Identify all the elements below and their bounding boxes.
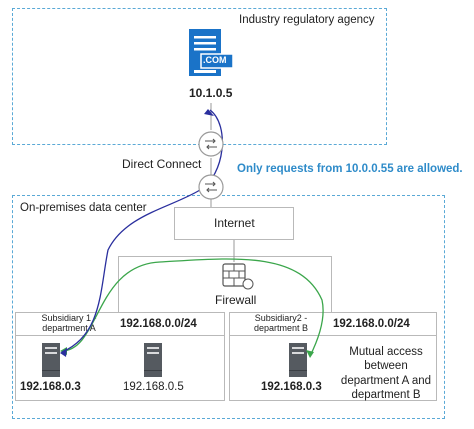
server-a2-icon [144, 343, 162, 377]
firewall-zone [118, 256, 332, 312]
subsidiary-a-cidr: 192.168.0.0/24 [120, 318, 197, 330]
subsidiary-a-header [15, 312, 225, 336]
subsidiary-b-header [229, 312, 437, 336]
mutual-access-note: Mutual access between department A and d… [340, 346, 432, 402]
direct-connect-label: Direct Connect [122, 157, 202, 171]
agency-server-badge: .COM [203, 55, 227, 65]
server-a2-ip: 192.168.0.5 [123, 381, 184, 393]
firewall-icon [222, 262, 256, 292]
agency-server-icon: .COM [189, 29, 233, 81]
internet-label: Internet [214, 216, 255, 230]
server-a1-ip: 192.168.0.3 [20, 381, 81, 393]
datacenter-title: On-premises data center [20, 202, 147, 214]
server-b-icon [289, 343, 307, 377]
router-icon-lower [198, 174, 224, 200]
server-b-ip: 192.168.0.3 [261, 381, 322, 393]
access-note: Only requests from 10.0.0.55 are allowed… [237, 163, 463, 175]
server-a1-icon [42, 343, 60, 377]
agency-title: Industry regulatory agency [239, 14, 375, 26]
datacenter-region [12, 195, 445, 419]
agency-ip: 10.1.0.5 [189, 86, 233, 100]
router-icon-upper [198, 131, 224, 157]
subsidiary-b-title: Subsidiary2 - department B [253, 313, 309, 334]
firewall-label: Firewall [215, 293, 257, 307]
internet-box [174, 207, 294, 240]
subsidiary-b-cidr: 192.168.0.0/24 [333, 318, 410, 330]
subsidiary-a-title: Subsidiary 1 - department A [41, 313, 97, 334]
